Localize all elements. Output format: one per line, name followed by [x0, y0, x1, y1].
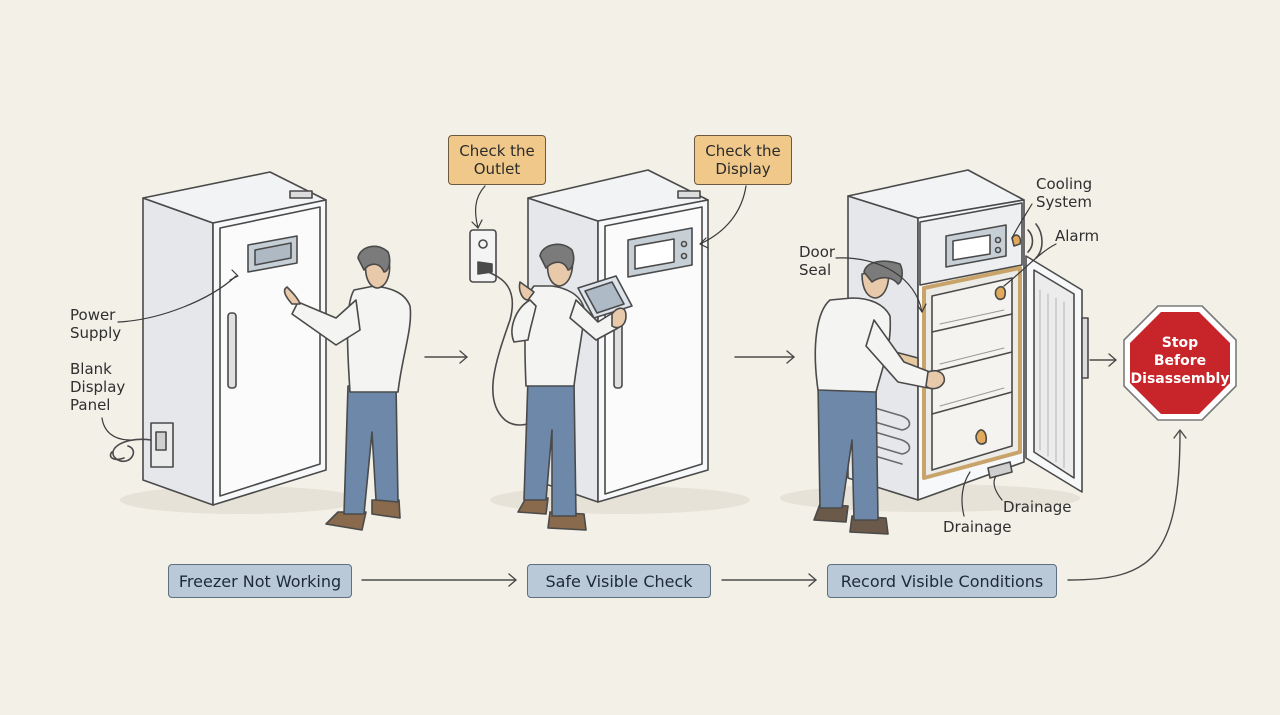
label-door-seal: Door Seal [799, 243, 836, 279]
label-drainage-right: Drainage [1003, 498, 1072, 516]
step-freezer-not-working: Freezer Not Working [168, 564, 352, 598]
man-2-illustration [511, 243, 627, 531]
flow-arrows [361, 350, 1187, 587]
tag-check-the-outlet: Check the Outlet [448, 135, 546, 185]
freezer-2-illustration [469, 169, 750, 514]
label-power-supply: Power Supply [70, 306, 122, 342]
tag-check-the-display: Check the Display [694, 135, 792, 185]
man-3-illustration [813, 260, 946, 535]
leader-lines [101, 185, 1057, 517]
freezer-1-illustration [109, 171, 360, 514]
label-blank-display-panel: Blank Display Panel [70, 360, 126, 414]
label-cooling-system: Cooling System [1036, 175, 1093, 211]
stop-sign-text: Stop Before Disassembly [1130, 335, 1230, 387]
man-1-illustration [283, 245, 412, 531]
step-safe-visible-check: Safe Visible Check [527, 564, 711, 598]
step-record-visible-conditions: Record Visible Conditions [827, 564, 1057, 598]
stop-sign-shape [1123, 305, 1237, 421]
label-drainage-left: Drainage [943, 518, 1012, 536]
label-alarm: Alarm [1055, 227, 1100, 245]
